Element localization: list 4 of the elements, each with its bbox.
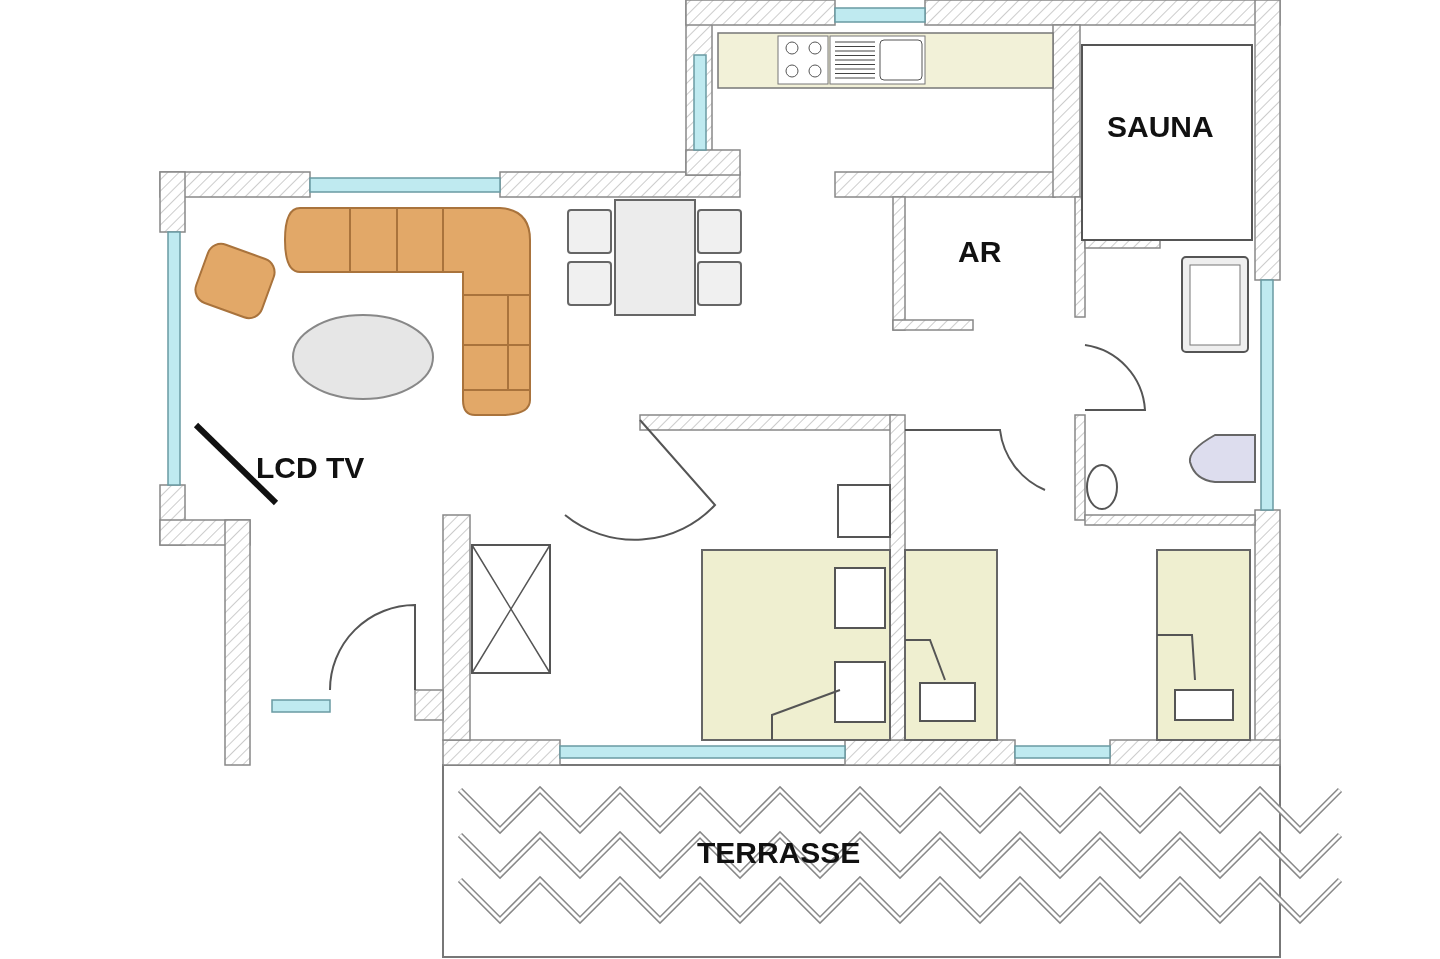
room-label: SAUNA	[1107, 112, 1214, 142]
tv-label: LCD TV	[256, 453, 365, 483]
room-label: TERRASSE	[697, 838, 861, 868]
room-label: AR	[958, 237, 1002, 267]
